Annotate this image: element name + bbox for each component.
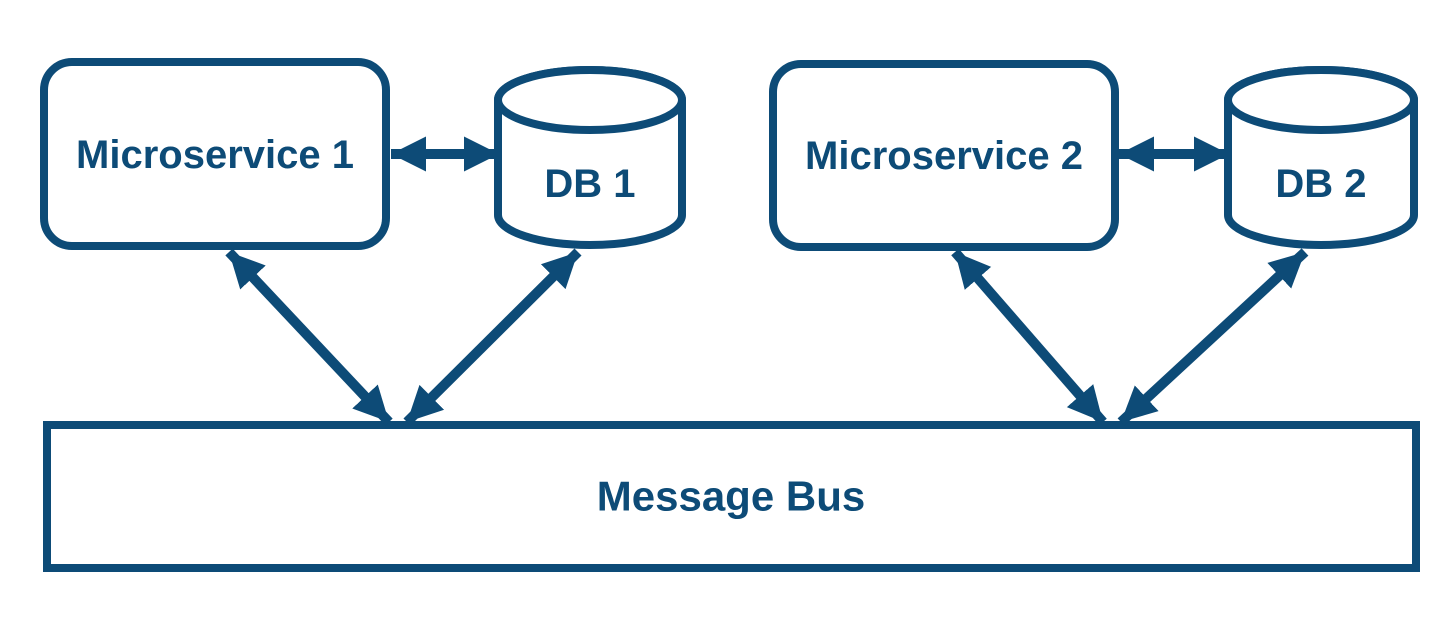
edge-microservice2-messagebus	[951, 248, 1107, 426]
edge-db1-messagebus	[403, 248, 582, 426]
node-message-bus: Message Bus	[43, 421, 1420, 572]
message-bus-label: Message Bus	[597, 473, 865, 520]
microservice-2-box	[769, 60, 1119, 251]
edge-microservice1-messagebus	[225, 248, 393, 426]
db-2-cylinder-top	[1224, 66, 1418, 134]
nodes-layer: Microservice 1 DB 1 Microservice 2 DB 2	[40, 58, 1420, 572]
db-1-cylinder-top	[494, 66, 686, 134]
db-2-label: DB 2	[1275, 162, 1366, 206]
node-db-1: DB 1	[494, 66, 686, 249]
message-bus-box	[43, 421, 1420, 572]
microservice-1-label: Microservice 1	[76, 133, 354, 177]
node-microservice-1: Microservice 1	[40, 58, 390, 250]
edges-layer	[225, 136, 1309, 426]
node-db-2: DB 2	[1224, 66, 1418, 249]
microservice-2-label: Microservice 2	[805, 134, 1083, 178]
microservice-1-box	[40, 58, 390, 250]
edge-db2-messagebus	[1117, 248, 1309, 426]
node-microservice-2: Microservice 2	[769, 60, 1119, 251]
db-1-label: DB 1	[544, 162, 635, 206]
